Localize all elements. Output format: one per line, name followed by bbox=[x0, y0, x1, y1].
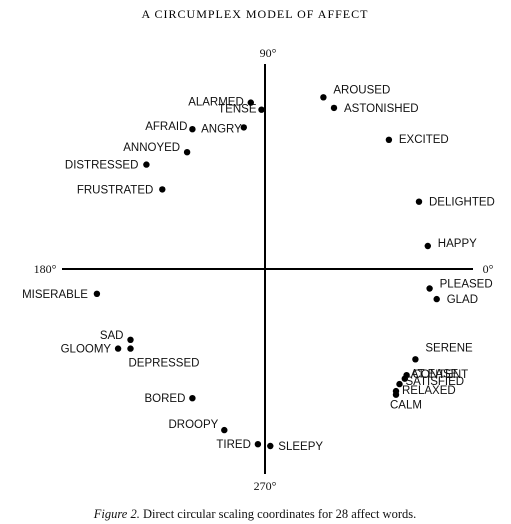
point-delighted bbox=[415, 198, 423, 205]
point-miserable bbox=[93, 290, 101, 297]
point-label-alarmed: ALARMED bbox=[188, 97, 244, 109]
point-sleepy bbox=[267, 442, 274, 450]
point-label-bored: BORED bbox=[144, 393, 185, 405]
point-alarmed bbox=[247, 99, 254, 106]
point-sad bbox=[127, 336, 134, 343]
point-tense bbox=[258, 106, 265, 113]
point-angry bbox=[240, 124, 247, 131]
point-annoyed bbox=[183, 149, 191, 156]
point-at-ease bbox=[401, 375, 408, 382]
caption-label: Figure 2. bbox=[93, 507, 140, 521]
point-serene bbox=[412, 356, 419, 363]
point-droopy bbox=[221, 426, 228, 434]
point-label-droopy: DROOPY bbox=[168, 419, 218, 431]
point-afraid bbox=[189, 126, 196, 133]
point-label-gloomy: GLOOMY bbox=[61, 344, 112, 356]
axis-label-270: 270° bbox=[254, 479, 277, 493]
point-label-angry: ANGRY bbox=[201, 123, 242, 135]
point-label-at-ease: AT EASE bbox=[411, 369, 459, 381]
point-label-miserable: MISERABLE bbox=[22, 289, 88, 301]
point-label-tense: TENSE bbox=[218, 104, 257, 116]
point-excited bbox=[385, 136, 393, 143]
point-bored bbox=[189, 395, 196, 402]
point-label-tired: TIRED bbox=[216, 439, 251, 451]
point-label-pleased: PLEASED bbox=[440, 279, 493, 291]
point-label-glad: GLAD bbox=[447, 294, 478, 306]
point-depressed bbox=[127, 345, 134, 352]
point-label-sad: SAD bbox=[100, 330, 124, 342]
point-label-serene: SERENE bbox=[425, 342, 473, 354]
point-label-satisfied: SATISFIED bbox=[406, 376, 465, 388]
point-satisfied bbox=[396, 380, 403, 388]
point-label-distressed: DISTRESSED bbox=[65, 160, 139, 172]
point-label-afraid: AFRAID bbox=[145, 121, 187, 133]
point-label-delighted: DELIGHTED bbox=[429, 197, 495, 209]
point-happy bbox=[424, 242, 431, 250]
point-label-aroused: AROUSED bbox=[333, 84, 390, 96]
point-pleased bbox=[426, 285, 433, 292]
point-label-frustrated: FRUSTRATED bbox=[77, 184, 153, 196]
point-label-content: CONTENT bbox=[413, 369, 469, 381]
point-tired bbox=[254, 441, 262, 448]
point-glad bbox=[433, 295, 440, 303]
point-astonished bbox=[330, 104, 338, 112]
axis-label-180: 180° bbox=[34, 262, 57, 276]
point-label-excited: EXCITED bbox=[399, 134, 449, 146]
point-label-happy: HAPPY bbox=[438, 238, 477, 250]
points-layer: AROUSED ASTONISHED EXCITED DELIGHTED HAPPY PL… bbox=[22, 84, 495, 453]
point-label-relaxed: RELAXED bbox=[402, 385, 456, 397]
caption-text: Direct circular scaling coordinates for … bbox=[140, 507, 416, 521]
point-frustrated bbox=[159, 186, 166, 193]
axis-label-90: 90° bbox=[260, 46, 277, 60]
point-distressed bbox=[143, 161, 150, 168]
chart-title: A CIRCUMPLEX MODEL OF AFFECT bbox=[142, 7, 369, 21]
point-label-depressed: DEPRESSED bbox=[129, 358, 200, 370]
axis-label-0: 0° bbox=[483, 262, 494, 276]
point-calm bbox=[392, 391, 400, 398]
figure-caption: Figure 2. Direct circular scaling coordi… bbox=[93, 507, 416, 521]
point-aroused bbox=[320, 94, 327, 101]
point-label-astonished: ASTONISHED bbox=[344, 103, 419, 115]
point-label-annoyed: ANNOYED bbox=[123, 142, 180, 154]
point-label-sleepy: SLEEPY bbox=[278, 441, 323, 453]
point-gloomy bbox=[114, 345, 122, 352]
point-label-calm: CALM bbox=[390, 400, 422, 412]
